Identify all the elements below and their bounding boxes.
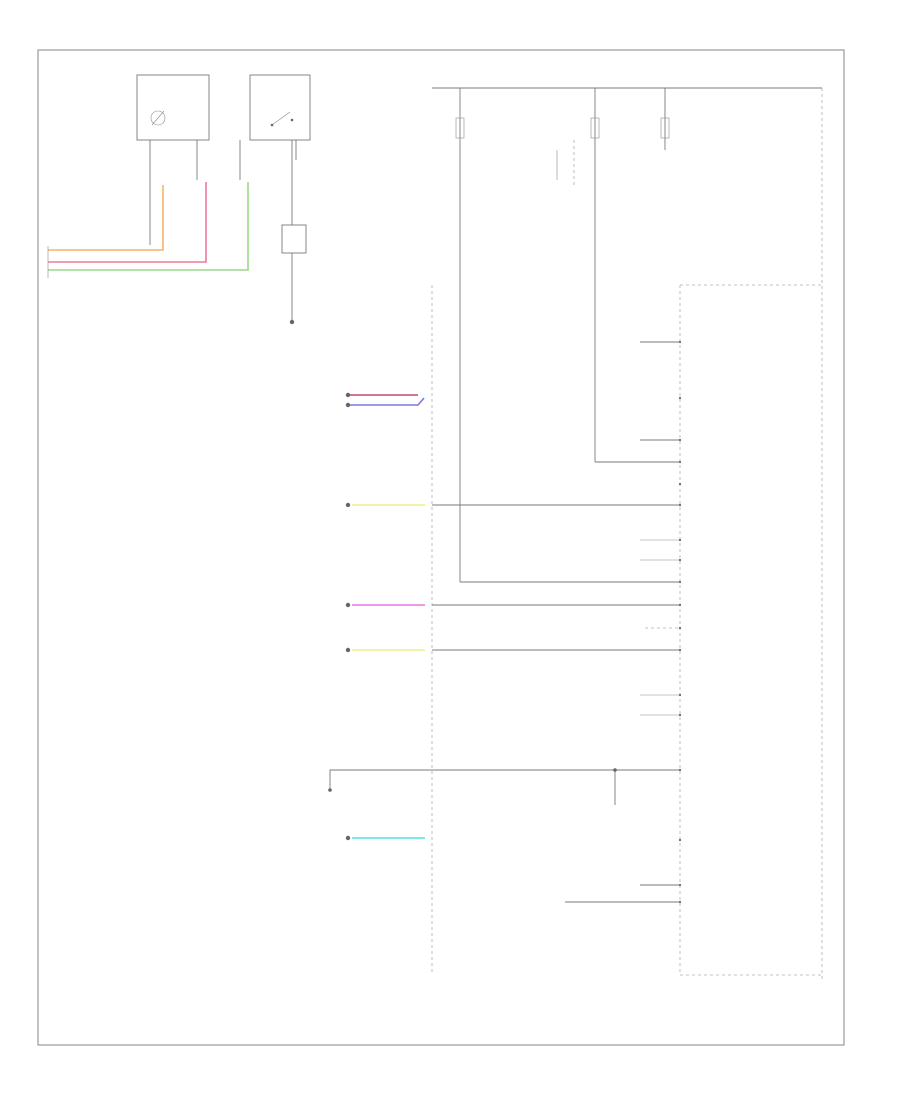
lamp-icon xyxy=(150,110,166,126)
wire-pink xyxy=(48,182,207,263)
switch-contact-icon xyxy=(271,111,291,126)
fuse-left xyxy=(455,117,465,139)
fuse-right xyxy=(660,117,670,139)
wire-gray-ground xyxy=(329,769,680,790)
wire-light-green xyxy=(48,182,249,271)
top-right-power-feed xyxy=(432,87,823,980)
left-input-wires xyxy=(328,341,680,903)
wire-blue-1 xyxy=(350,397,425,406)
diode-block xyxy=(281,224,307,254)
switch-component-box xyxy=(249,74,311,141)
ground-terminal xyxy=(289,319,295,325)
module-pin-markers xyxy=(678,340,682,904)
top-left-switch-components xyxy=(136,74,311,325)
fuse-middle xyxy=(590,117,600,139)
left-color-wires xyxy=(47,182,249,278)
diagram-frame xyxy=(37,49,845,1046)
control-module-outline xyxy=(679,284,822,976)
wire-orange xyxy=(48,185,164,251)
lamp-component-box xyxy=(136,74,210,141)
